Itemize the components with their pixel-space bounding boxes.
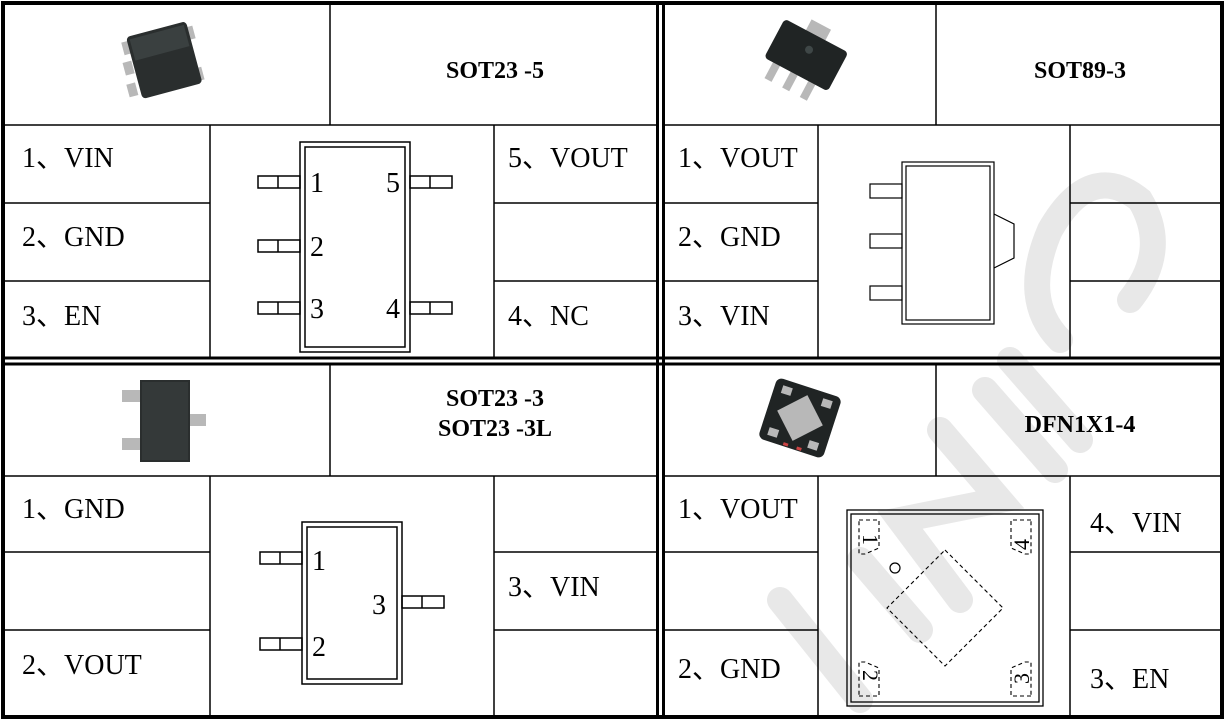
sot23-5-package-photo-icon [121, 22, 205, 99]
dfn1x1-4-pin2-label: 2、GND [678, 654, 781, 685]
dfn1x1-4-pinout-diagram: 1 4 2 3 [846, 509, 1044, 707]
sot23-5-pin5-label: 5、VOUT [508, 143, 628, 174]
dfn1x1-4-title: DFN1X1-4 [1024, 412, 1136, 438]
dfn1x1-4-diagram-pin4: 4 [1009, 539, 1034, 550]
sot23-5-diagram-pin3: 3 [310, 294, 324, 325]
dfn1x1-4-diagram-pin1: 1 [858, 534, 883, 545]
sot23-3-title: SOT23 -3 SOT23 -3L [330, 384, 660, 444]
sot89-3-pinout-diagram [869, 161, 1015, 325]
dfn1x1-4-package-photo-icon [759, 378, 841, 458]
sot23-5-diagram-pin1: 1 [310, 168, 324, 199]
sot23-3-title-line1: SOT23 -3 [445, 386, 544, 412]
sot89-3-title: SOT89-3 [1033, 58, 1126, 84]
sot23-3-diagram-pin1: 1 [312, 546, 326, 577]
sot23-3-diagram-pin3: 3 [372, 590, 386, 621]
sot89-3-pin3-label: 3、VIN [678, 301, 770, 332]
sot23-5-pin3-label: 3、EN [22, 301, 102, 332]
dfn1x1-4-pin1-label: 1、VOUT [678, 494, 798, 525]
sot23-5-diagram-pin4: 4 [386, 294, 400, 325]
sot89-3-pin2-label: 2、GND [678, 222, 781, 253]
sot23-3-title-line2: SOT23 -3L [437, 416, 553, 442]
sot23-5-pin4-label: 4、NC [508, 301, 589, 332]
sot23-5-pin1-label: 1、VIN [22, 143, 114, 174]
dfn1x1-4-pin4-label: 4、VIN [1090, 508, 1182, 539]
sot23-3-pin2-label: 2、VOUT [22, 650, 142, 681]
sot23-5-diagram-pin2: 2 [310, 232, 324, 263]
sot23-3-package-photo-icon [122, 380, 206, 462]
sot23-5-pinout-diagram: 1 2 3 4 5 [257, 141, 453, 353]
sot23-3-diagram-pin2: 2 [312, 632, 326, 663]
dfn1x1-4-pin3-label: 3、EN [1090, 664, 1170, 695]
sot89-3-package-photo-icon [764, 19, 847, 101]
dfn1x1-4-diagram-pin3: 3 [1009, 673, 1034, 684]
sot23-5-diagram-pin5: 5 [386, 168, 400, 199]
sot23-3-pin3-label: 3、VIN [508, 572, 600, 603]
sot23-3-pin1-label: 1、GND [22, 494, 125, 525]
sot89-3-pin1-label: 1、VOUT [678, 143, 798, 174]
sot23-3-pinout-diagram: 1 2 3 [259, 521, 445, 685]
sot23-5-pin2-label: 2、GND [22, 222, 125, 253]
sot23-5-title: SOT23 -5 [445, 58, 544, 84]
dfn1x1-4-diagram-pin2: 2 [858, 670, 883, 681]
